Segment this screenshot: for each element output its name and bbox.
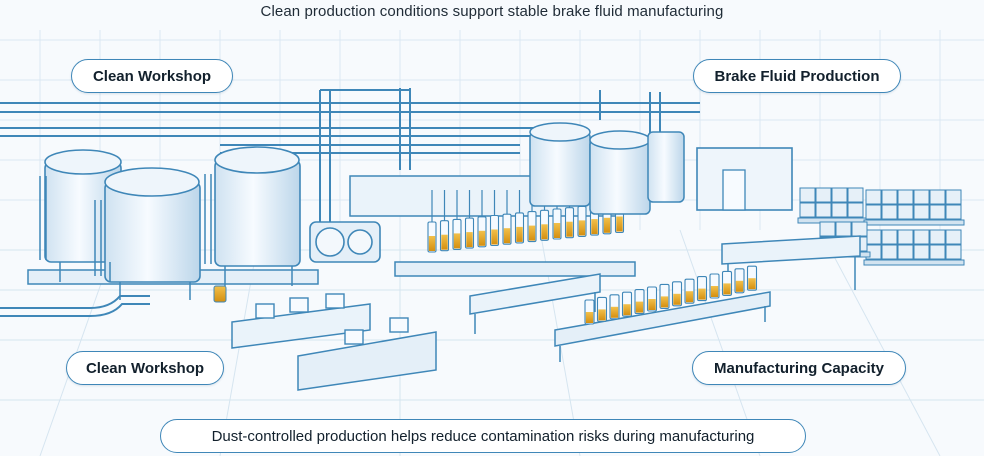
label-manufacturing-capacity: Manufacturing Capacity <box>692 351 906 385</box>
bottom-caption: Dust-controlled production helps reduce … <box>160 419 806 453</box>
pump-unit <box>309 221 381 263</box>
control-desks <box>231 293 437 391</box>
storage-tanks-left <box>27 146 319 303</box>
control-room <box>696 147 793 211</box>
label-clean-workshop-bottom: Clean Workshop <box>66 351 224 385</box>
storage-tanks-right <box>529 122 685 215</box>
floor-pipe <box>0 295 150 317</box>
top-caption: Clean production conditions support stab… <box>260 3 724 20</box>
label-brake-fluid-production: Brake Fluid Production <box>693 59 901 93</box>
back-wall-grid <box>0 30 984 230</box>
packing-tables <box>469 235 861 362</box>
label-clean-workshop-top: Clean Workshop <box>71 59 233 93</box>
